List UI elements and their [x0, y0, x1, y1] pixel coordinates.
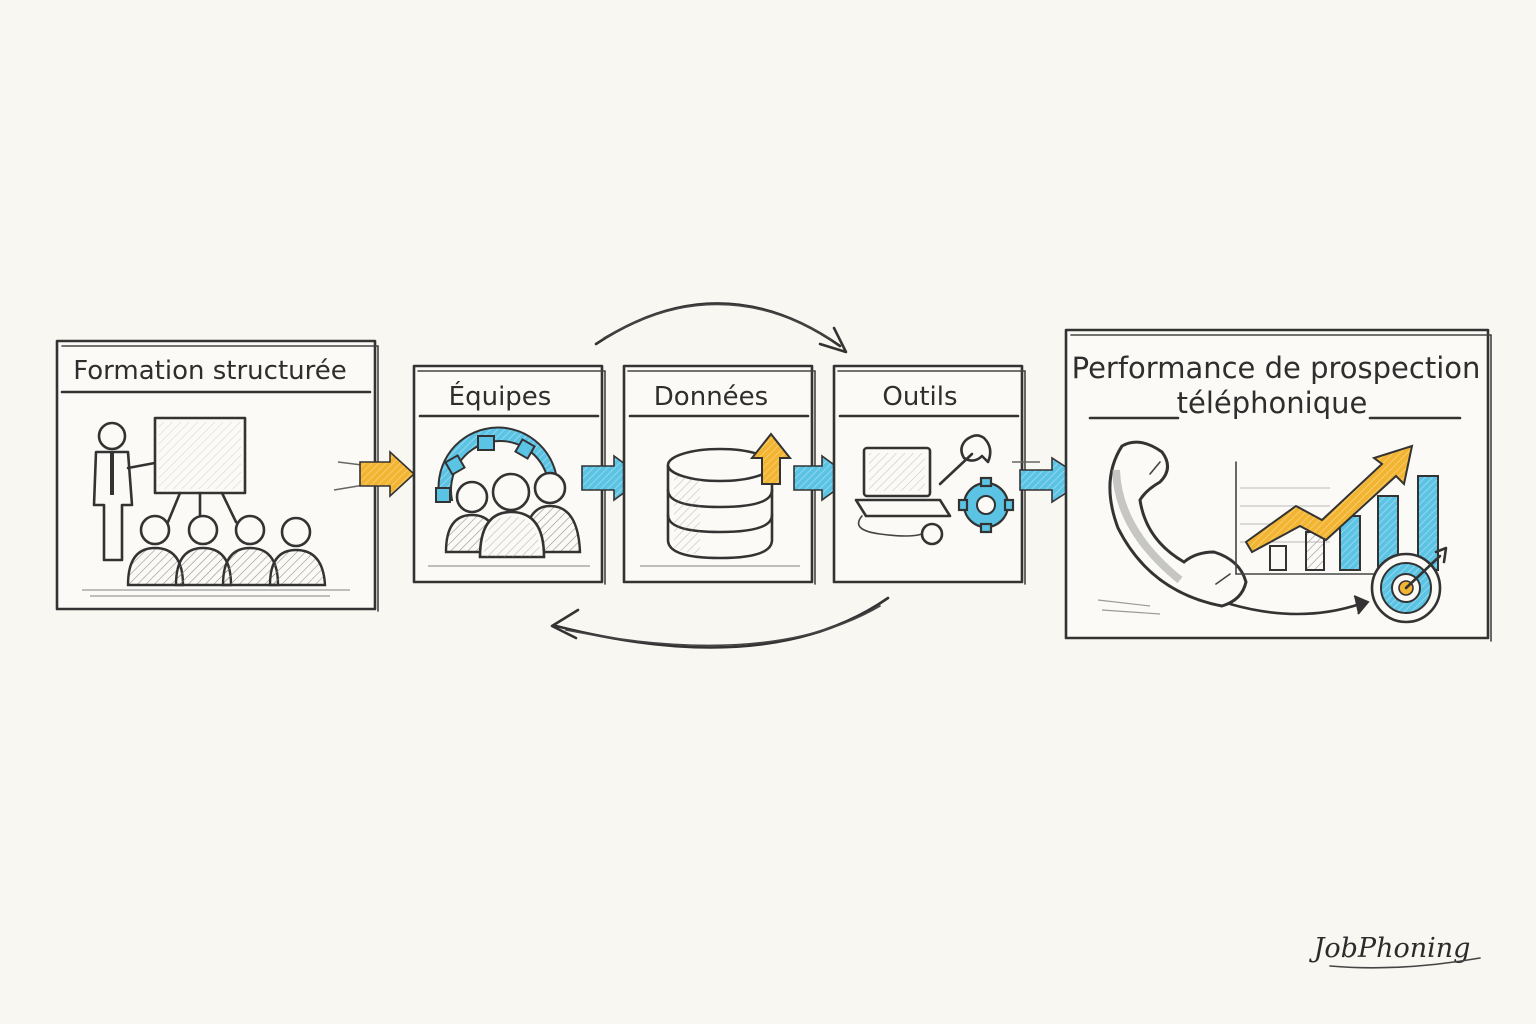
- flow-arrow-1: [333, 450, 416, 498]
- laptop-icon: [854, 446, 952, 546]
- cycle-arrow-top: [594, 302, 848, 354]
- step-equipes: Équipes: [412, 364, 606, 585]
- database-icon: [640, 447, 800, 567]
- result-performance: Performance de prospection téléphonique: [1064, 328, 1492, 642]
- brand-logo: JobPhoning: [1309, 933, 1481, 969]
- step-outils: Outils: [832, 364, 1026, 585]
- trend-arrow-icon: [1244, 444, 1414, 554]
- gear-icon: [435, 426, 558, 503]
- result-title-line1: Performance de prospection: [1072, 351, 1481, 385]
- step-formation: Formation structurée: [55, 339, 379, 612]
- call-to-target-arrow: [1228, 595, 1370, 616]
- target-icon: [1370, 546, 1448, 624]
- cycle-arrow-bottom: [550, 596, 890, 649]
- brand-name: JobPhoning: [1309, 933, 1471, 964]
- phone-handset-icon: [1097, 440, 1248, 615]
- flipchart-icon: [153, 416, 247, 527]
- team-icon: [428, 471, 590, 567]
- step-donnees-title: Données: [654, 382, 768, 412]
- bar-chart-icon: [1235, 461, 1439, 575]
- result-title-line2: téléphonique: [1177, 386, 1368, 420]
- tool-gear-icon: [957, 476, 1015, 534]
- audience-icon: [82, 514, 350, 597]
- wrench-icon: [938, 434, 992, 486]
- step-outils-title: Outils: [882, 382, 957, 412]
- up-arrow-icon: [749, 432, 793, 485]
- step-donnees: Données: [622, 364, 816, 585]
- step-equipes-title: Équipes: [449, 380, 552, 412]
- step-formation-title: Formation structurée: [73, 356, 346, 386]
